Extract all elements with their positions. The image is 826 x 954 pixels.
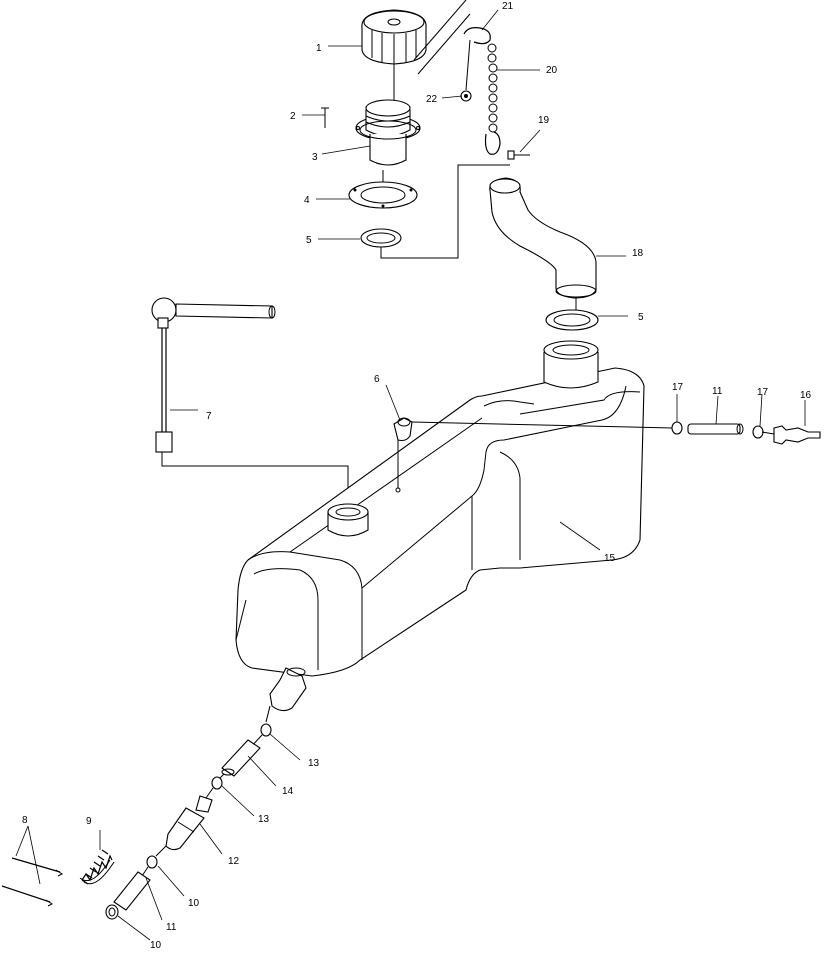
callout-11-vent: 11 — [712, 386, 723, 397]
clamp-13-lower — [211, 776, 223, 790]
callout-5-lower: 5 — [638, 312, 644, 323]
callout-6: 6 — [374, 374, 380, 385]
callout-22: 22 — [426, 94, 438, 105]
vent-elbow — [393, 417, 413, 442]
callout-13-upper: 13 — [308, 758, 320, 769]
callout-5-upper: 5 — [306, 235, 312, 246]
tank-outlet-fitting — [269, 667, 307, 712]
callout-9: 9 — [86, 816, 92, 827]
callout-19: 19 — [538, 115, 550, 126]
spring — [79, 849, 115, 885]
callout-4: 4 — [304, 195, 310, 206]
callout-15: 15 — [604, 553, 616, 564]
filler-hose — [489, 177, 597, 299]
callout-17-right: 17 — [757, 387, 769, 398]
callout-7: 7 — [206, 411, 212, 422]
wire-ties — [1, 857, 63, 907]
clamp-10-lower — [105, 904, 119, 920]
callout-17-left: 17 — [672, 382, 684, 393]
cap-chain — [460, 27, 501, 155]
hose-clamp-upper — [360, 228, 402, 248]
hose-11-lower — [113, 871, 151, 911]
oil-tank — [235, 340, 645, 677]
clamp-13-upper — [260, 723, 272, 737]
leader-lines — [15, 9, 806, 941]
callout-2: 2 — [290, 111, 296, 122]
callout-21: 21 — [502, 1, 514, 12]
hose-clamp-lower — [545, 309, 599, 331]
vent-line-parts — [671, 421, 821, 445]
hose-14 — [221, 739, 261, 777]
callout-3: 3 — [312, 152, 318, 163]
callout-8: 8 — [22, 815, 28, 826]
callout-11-lower: 11 — [166, 922, 177, 933]
filler-neck — [355, 99, 421, 166]
filler-cap — [361, 9, 427, 65]
callout-1: 1 — [316, 43, 322, 54]
flange-gasket — [348, 181, 418, 209]
screw — [507, 150, 530, 160]
fuel-gauge-sender — [151, 297, 276, 453]
callout-18: 18 — [632, 248, 644, 259]
callout-10-lower: 10 — [150, 940, 162, 949]
callout-labels: 1 2 3 4 5 5 6 7 8 9 10 10 11 11 12 13 13… — [22, 1, 812, 951]
callout-12: 12 — [228, 856, 240, 867]
callout-14: 14 — [282, 786, 294, 797]
callout-13-lower: 13 — [258, 814, 270, 825]
callout-16: 16 — [800, 390, 812, 401]
callout-20: 20 — [546, 65, 558, 76]
clamp-10-upper — [146, 855, 158, 869]
fuel-filter — [165, 795, 213, 851]
callout-10-upper: 10 — [188, 898, 200, 909]
